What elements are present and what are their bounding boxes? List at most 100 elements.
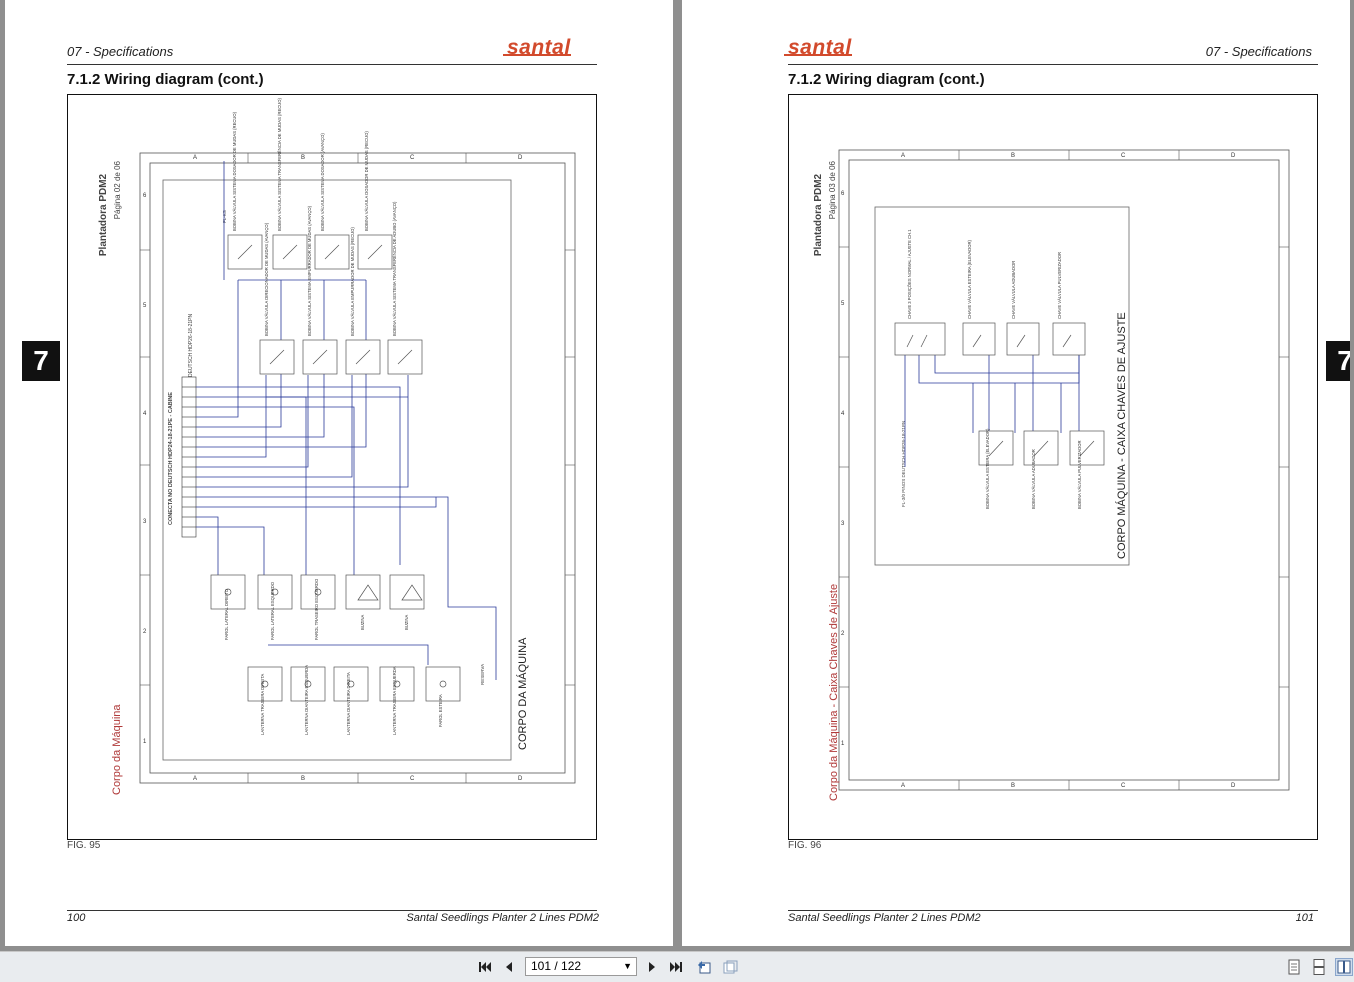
load-farol-traseiro-esquerdo: FAROL TRASEIRO ESQUERDO xyxy=(314,578,319,640)
col-letter-d: D xyxy=(518,155,523,161)
col-letter-d-bottom: D xyxy=(518,776,523,782)
load-farol-lateral-esquerdo: FAROL LATERAL ESQUERDO xyxy=(270,581,275,640)
two-page-view-icon[interactable] xyxy=(1335,958,1353,976)
chapter-tab: 7 xyxy=(1326,341,1350,381)
plug-label: FL-3/0 PINOS DEUTSCH HDP26-18-21PN xyxy=(901,421,906,507)
col-letter-c: C xyxy=(1121,153,1126,159)
page-title: 7.1.2 Wiring diagram (cont.) xyxy=(788,71,985,88)
wiring-diagram-right: A B C D A B C D 6 5 4 3 2 1 Plantadora P… xyxy=(813,149,1290,801)
row-number-6: 6 xyxy=(143,193,147,199)
load-lanterna-dianteira-esquerda: LANTERNA DIANTEIRA ESQUERDA xyxy=(304,665,309,735)
coil-mid-1: BOBINA VÁLVULA DIRECIONADOR DE MUDAS (AV… xyxy=(264,222,269,336)
col-letter-b-bottom: B xyxy=(301,776,305,782)
sheet-title: Plantadora PDM2 xyxy=(98,173,109,256)
coil-mid-2: BOBINA VÁLVULA SISTEMA EMPURRADOR DE MUD… xyxy=(307,205,312,336)
switch-label-3: CHAVE VÁLVULA ADUBADOR xyxy=(1011,261,1016,319)
section-header: 07 - Specifications xyxy=(67,44,174,59)
chapter-tab: 7 xyxy=(22,341,60,381)
section-header: 07 - Specifications xyxy=(1205,44,1312,59)
col-letter-a: A xyxy=(901,153,905,159)
footer-rule xyxy=(67,910,597,911)
wiring-diagram-frame: A B C D A B C D 6 5 4 3 2 1 Plantadora P… xyxy=(788,94,1318,840)
col-letter-d: D xyxy=(1231,153,1236,159)
col-letter-a-bottom: A xyxy=(193,776,197,782)
page-101: santal 07 - Specifications 7.1.2 Wiring … xyxy=(682,0,1350,946)
load-buzina-2: BUZINA xyxy=(404,614,409,630)
continuous-view-icon[interactable] xyxy=(1310,958,1328,976)
row-number-1: 1 xyxy=(143,739,147,745)
coil-label-2: BOBINA VÁLVULA ADUBADOR xyxy=(1031,449,1036,509)
main-caption: CORPO MÁQUINA - CAIXA CHAVES DE AJUSTE xyxy=(1115,312,1128,559)
row-number-1: 1 xyxy=(841,741,845,747)
coil-mid-4: BOBINA VÁLVULA SISTEMA TRANSFERÊNCIA DE … xyxy=(392,201,397,336)
load-farol-lateral-direito: FAROL LATERAL DIREITO xyxy=(224,588,229,640)
deutsch-label: DEUTSCH HDP26-18-21PN xyxy=(188,314,194,377)
header-rule xyxy=(788,64,1318,65)
sheet-page: Página 02 de 06 xyxy=(113,160,122,219)
coil-top-3: BOBINA VÁLVULA SISTEMA DOSADOR (AVANÇO) xyxy=(320,133,325,231)
next-view-icon[interactable] xyxy=(721,958,739,976)
side-caption: Corpo da Máquina - Caixa Chaves de Ajust… xyxy=(828,584,840,801)
footer-title: Santal Seedlings Planter 2 Lines PDM2 xyxy=(788,912,981,924)
row-number-3: 3 xyxy=(143,519,147,525)
first-page-icon[interactable] xyxy=(476,958,494,976)
col-letter-c-bottom: C xyxy=(1121,783,1126,789)
switch-label-4: CHAVE VÁLVULA PULVERIZADOR xyxy=(1057,252,1062,319)
last-page-icon[interactable] xyxy=(667,958,685,976)
load-lanterna-traseira-direita: LANTERNA TRASEIRA DIREITA xyxy=(260,674,265,735)
wiring-diagram-frame: A B C D A B C D 6 5 4 3 2 1 Plantadora P… xyxy=(67,94,597,840)
page-number: 101 xyxy=(1295,912,1314,924)
row-number-4: 4 xyxy=(841,411,845,417)
wiring-diagram-left: A B C D A B C D 6 5 4 3 2 1 Plantadora P… xyxy=(98,97,576,795)
connector-label: CONECTA NO DEUTSCH HDP24-18-21PE - CABIN… xyxy=(168,392,174,525)
row-number-5: 5 xyxy=(143,303,147,309)
row-number-3: 3 xyxy=(841,521,845,527)
row-number-4: 4 xyxy=(143,411,147,417)
row-number-2: 2 xyxy=(143,629,147,635)
switch-label-1: CHAVE 3 POSIÇÕES NORMAL / AJUSTE CH.1 xyxy=(907,229,912,319)
coil-top-1: BOBINA VÁLVULA SISTEMA DOSADOR DE MUDAS … xyxy=(232,111,237,231)
col-letter-b: B xyxy=(1011,153,1015,159)
col-letter-c-bottom: C xyxy=(410,776,415,782)
col-letter-c: C xyxy=(410,155,415,161)
col-letter-d-bottom: D xyxy=(1231,783,1236,789)
previous-page-icon[interactable] xyxy=(500,958,518,976)
viewer-toolbar: 101 / 122 ▼ xyxy=(0,951,1354,982)
footer-title: Santal Seedlings Planter 2 Lines PDM2 xyxy=(406,912,599,924)
chevron-down-icon: ▼ xyxy=(623,961,632,971)
load-buzina-1: BUZINA xyxy=(360,614,365,630)
load-lanterna-dianteira-direita: LANTERNA DIANTEIRA DIREITA xyxy=(346,672,351,735)
main-caption: CORPO DA MÁQUINA xyxy=(516,637,529,750)
coil-label-1: BOBINA VÁLVULA ESTEIRA (ELEVADOR) xyxy=(985,428,990,509)
col-letter-a-bottom: A xyxy=(901,783,905,789)
santal-logo: santal xyxy=(503,36,571,59)
coil-top-2: BOBINA VÁLVULA SISTEMA TRANSFERÊNCIA DE … xyxy=(277,97,282,231)
side-caption: Corpo da Máquina xyxy=(111,704,123,795)
row-number-5: 5 xyxy=(841,301,845,307)
coil-label-3: BOBINA VÁLVULA PULVERIZADOR xyxy=(1077,441,1082,510)
footer-rule xyxy=(788,910,1318,911)
switch-label-2: CHAVE VÁLVULA ESTEIRA (ELEVADOR) xyxy=(967,240,972,319)
previous-view-icon[interactable] xyxy=(695,958,713,976)
row-number-6: 6 xyxy=(841,191,845,197)
figure-label: FIG. 95 xyxy=(67,840,101,851)
page-indicator: 101 / 122 xyxy=(531,959,582,973)
fl-label: FL-KS xyxy=(222,210,227,223)
header-rule xyxy=(67,64,597,65)
page-title: 7.1.2 Wiring diagram (cont.) xyxy=(67,71,264,88)
load-lanterna-traseira-esquerda: LANTERNA TRASEIRA ESQUERDA xyxy=(392,666,397,735)
page-number-select[interactable]: 101 / 122 ▼ xyxy=(525,957,637,976)
load-farol-esteira: FAROL ESTEIRA xyxy=(438,694,443,727)
reserva-label: RESERVA xyxy=(480,664,485,685)
next-page-icon[interactable] xyxy=(643,958,661,976)
page-100: 07 - Specifications santal 7.1.2 Wiring … xyxy=(5,0,673,946)
sheet-title: Plantadora PDM2 xyxy=(813,173,824,256)
col-letter-b: B xyxy=(301,155,305,161)
row-number-2: 2 xyxy=(841,631,845,637)
coil-mid-3: BOBINA VÁLVULA EMPURRADOR DE MUDAS (RECU… xyxy=(350,227,355,336)
coil-top-4: BOBINA VÁLVULA DOSADOR DE MUDAS (RECUO) xyxy=(364,131,369,231)
col-letter-a: A xyxy=(193,155,197,161)
figure-label: FIG. 96 xyxy=(788,840,822,851)
page-number: 100 xyxy=(67,912,86,924)
single-page-view-icon[interactable] xyxy=(1285,958,1303,976)
